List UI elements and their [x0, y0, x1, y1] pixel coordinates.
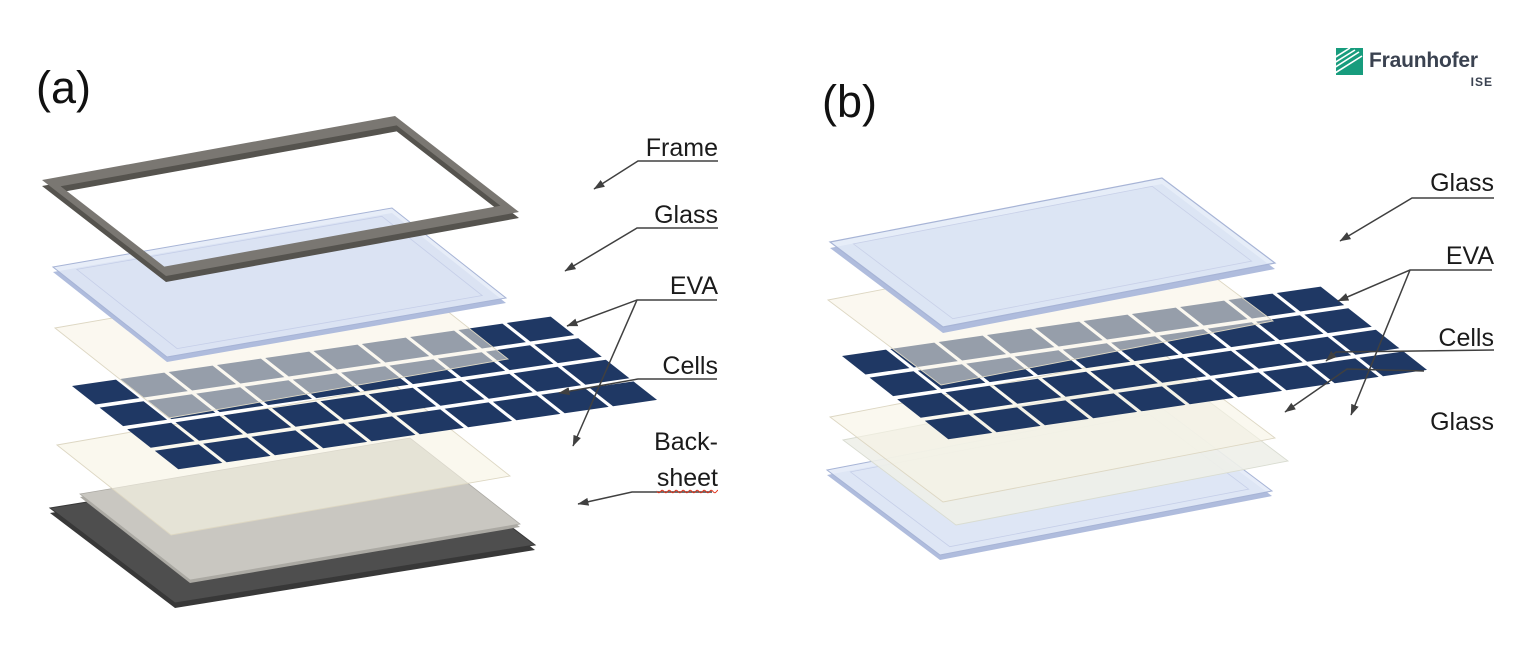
label-b-glass-bottom: Glass	[1430, 408, 1494, 436]
callout-a-cells	[558, 378, 717, 396]
callout-a-backsheet	[577, 491, 712, 506]
caption-b: (b)	[822, 76, 877, 127]
label-b-glass-top: Glass	[1430, 169, 1494, 197]
label-b-eva: EVA	[1445, 242, 1494, 270]
callout-b-eva-top	[1337, 269, 1492, 302]
caption-a: (a)	[36, 62, 91, 113]
label-a-frame: Frame	[645, 134, 718, 162]
callout-a-eva-bottom	[572, 299, 638, 447]
label-a-cells: Cells	[662, 352, 718, 380]
fraunhofer-ise-logo: Fraunhofer ISE	[1336, 44, 1496, 94]
callout-b-glass-bottom	[1284, 368, 1425, 413]
label-a-glass: Glass	[654, 201, 718, 229]
callout-b-glass-top	[1339, 197, 1494, 242]
callout-lines	[558, 160, 1495, 506]
callout-a-frame	[593, 160, 718, 190]
callout-a-glass	[564, 227, 718, 272]
label-a-backsheet: Back- sheet	[654, 424, 718, 496]
label-a-backsheet-line2: sheet	[656, 464, 718, 492]
callout-b-eva-bottom	[1350, 269, 1411, 416]
label-a-backsheet-line1: Back-	[654, 428, 718, 456]
logo-brand-text: Fraunhofer	[1369, 49, 1478, 72]
diagram-b	[825, 177, 1427, 560]
label-a-eva: EVA	[669, 272, 718, 300]
label-b-cells: Cells	[1438, 324, 1494, 352]
fraunhofer-logo-icon	[1336, 48, 1363, 75]
logo-institute-text: ISE	[1470, 75, 1493, 89]
diagram-a	[42, 116, 657, 608]
callout-b-cells	[1325, 349, 1495, 362]
